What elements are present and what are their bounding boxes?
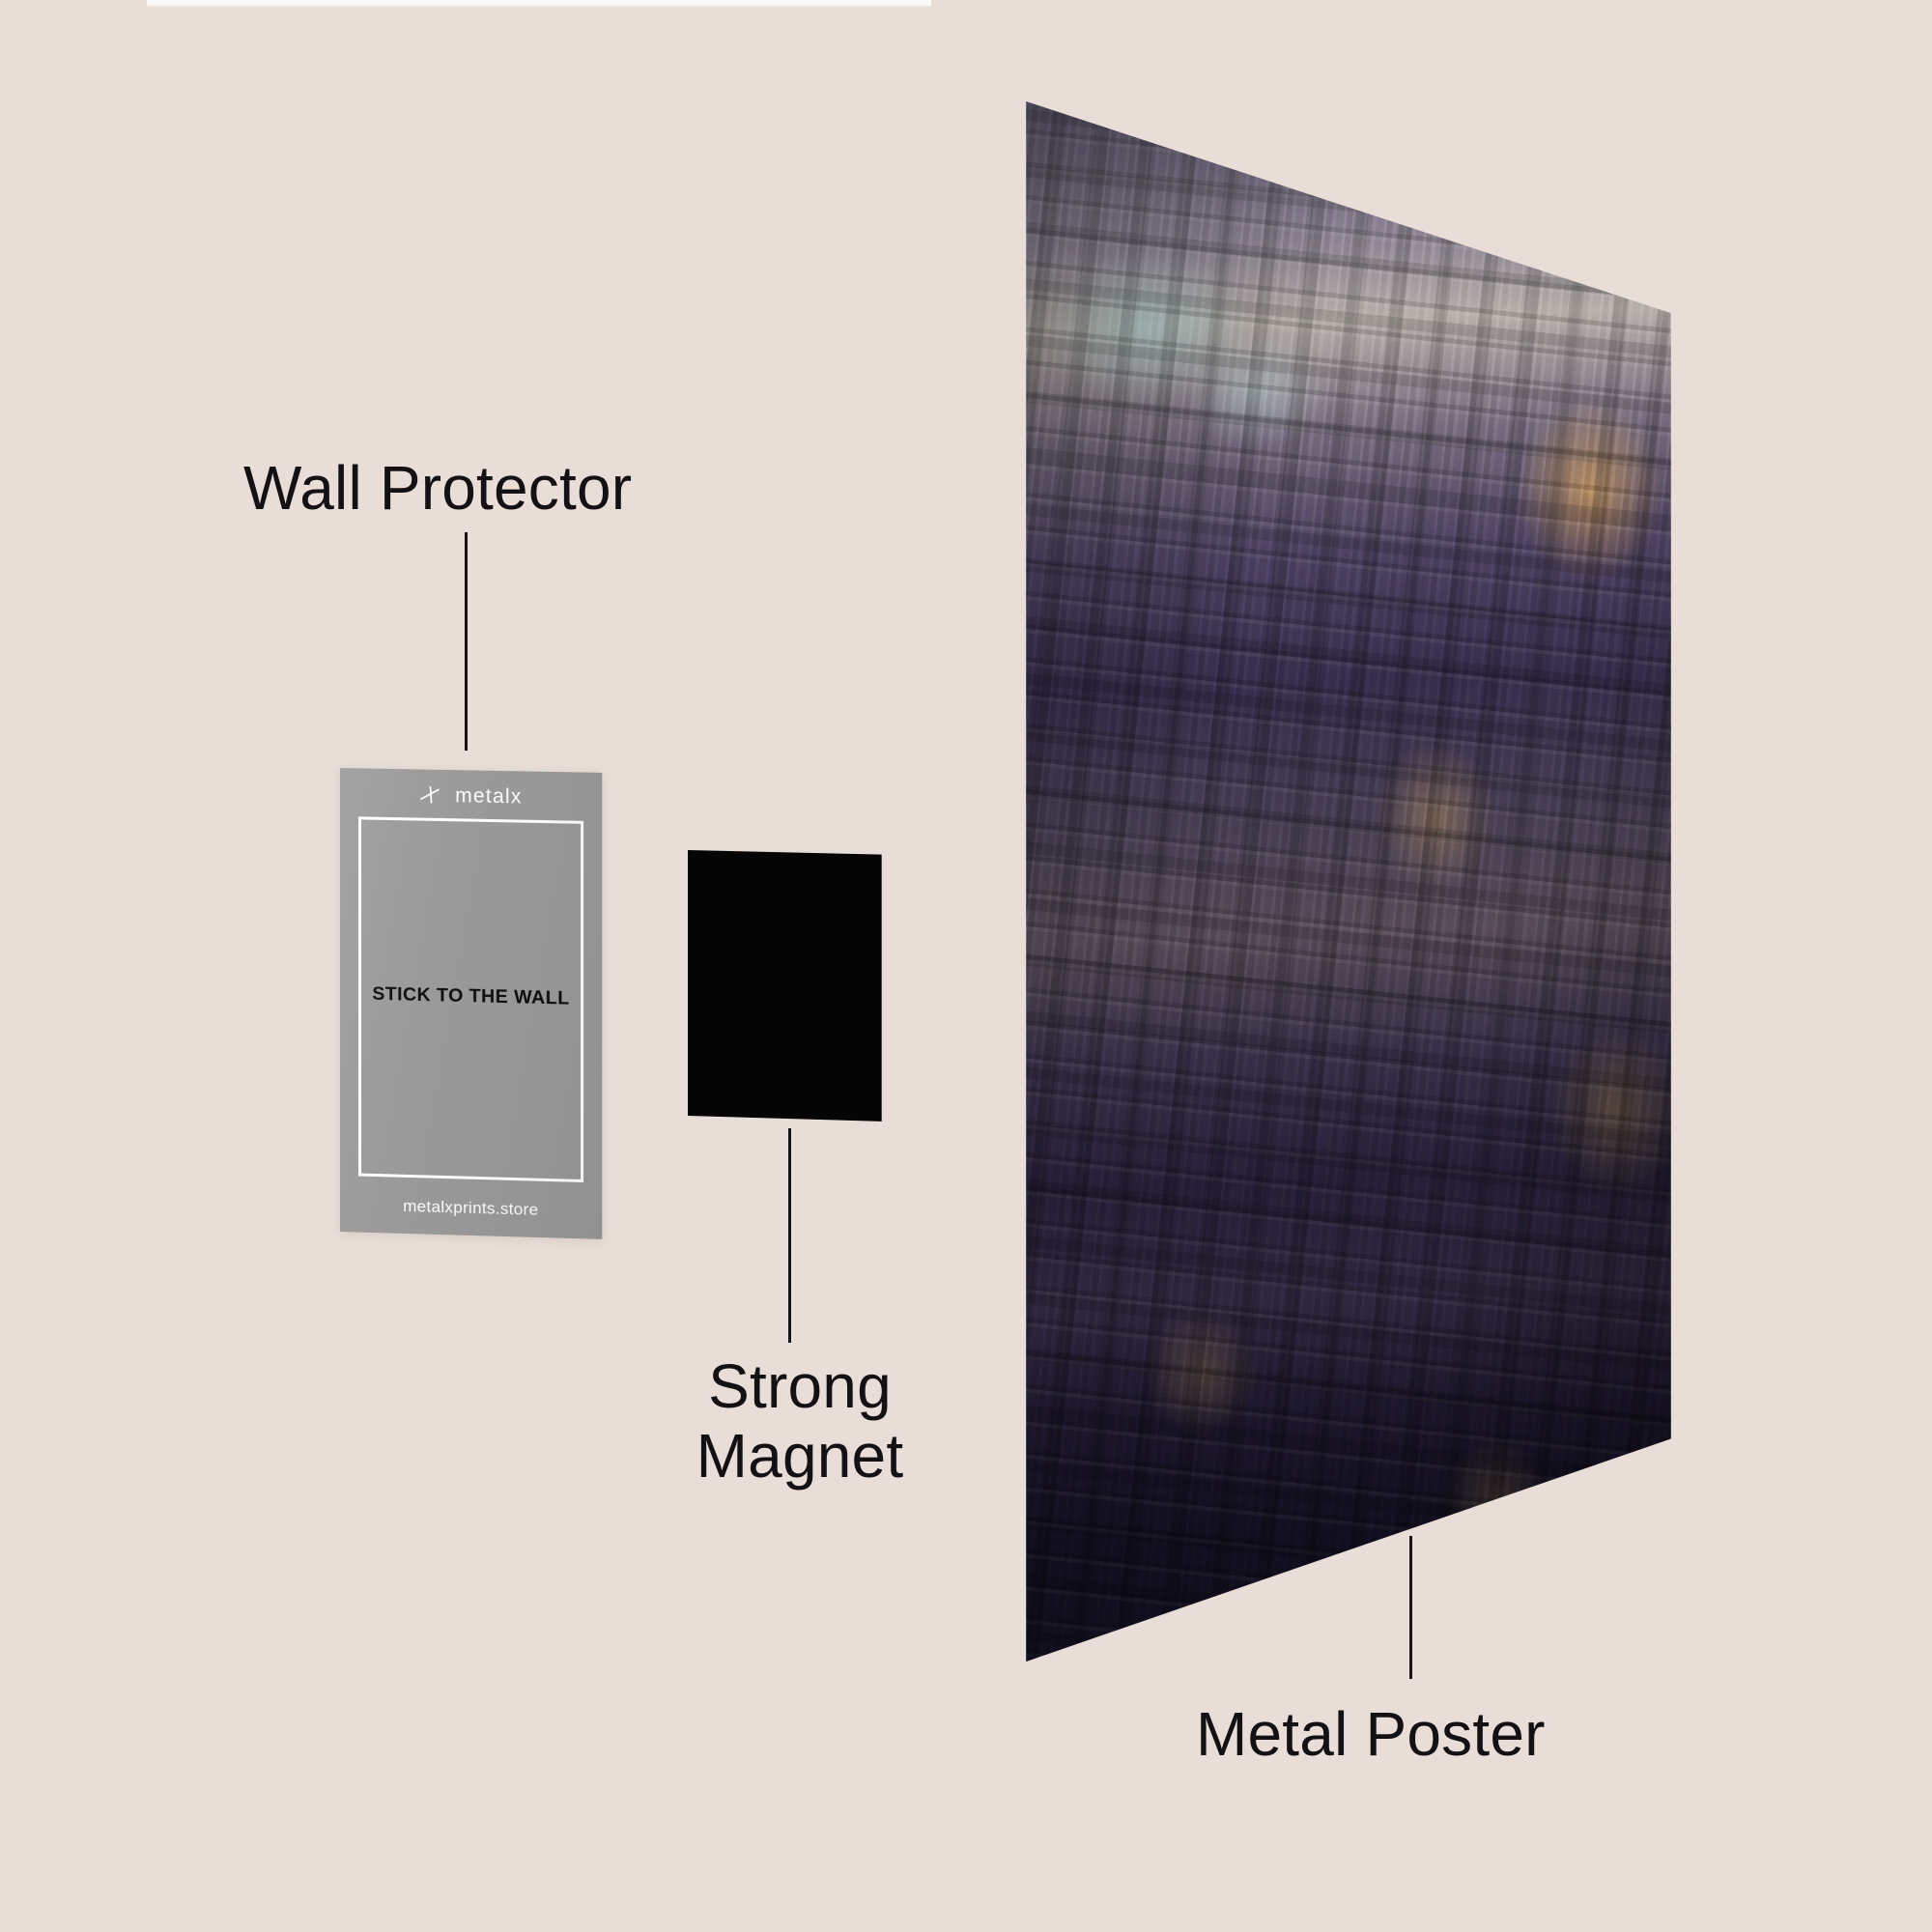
metal-poster-artwork [1026, 100, 1671, 1662]
callout-label-wall-protector: Wall Protector [243, 453, 633, 523]
callout-label-metal-poster: Metal Poster [1196, 1699, 1546, 1769]
metal-poster-rooftop-blocks [1026, 100, 1671, 1662]
leader-line-wall-protector [465, 532, 468, 751]
top-white-band [147, 0, 931, 7]
wall-protector-website: metalxprints.store [403, 1196, 539, 1219]
metalx-logo-icon [419, 785, 446, 808]
metal-poster-panel [1026, 100, 1671, 1662]
leader-line-metal-poster [1409, 1536, 1412, 1679]
callout-label-strong-magnet: Strong Magnet [696, 1351, 904, 1491]
metalx-wordmark: metalx [455, 784, 523, 809]
metal-poster-street-grid [1026, 100, 1671, 1662]
strong-magnet-slab [688, 850, 882, 1122]
wall-protector-brand: metalx [340, 780, 602, 813]
wall-protector-panel: metalx STICK TO THE WALL metalxprints.st… [340, 768, 603, 1239]
leader-line-strong-magnet [788, 1128, 791, 1343]
wall-protector-card: metalx STICK TO THE WALL metalxprints.st… [340, 768, 603, 1239]
metal-poster-building-slabs [1026, 100, 1671, 1662]
strong-magnet-piece [688, 850, 882, 1122]
metal-poster-shading [1026, 100, 1671, 1662]
